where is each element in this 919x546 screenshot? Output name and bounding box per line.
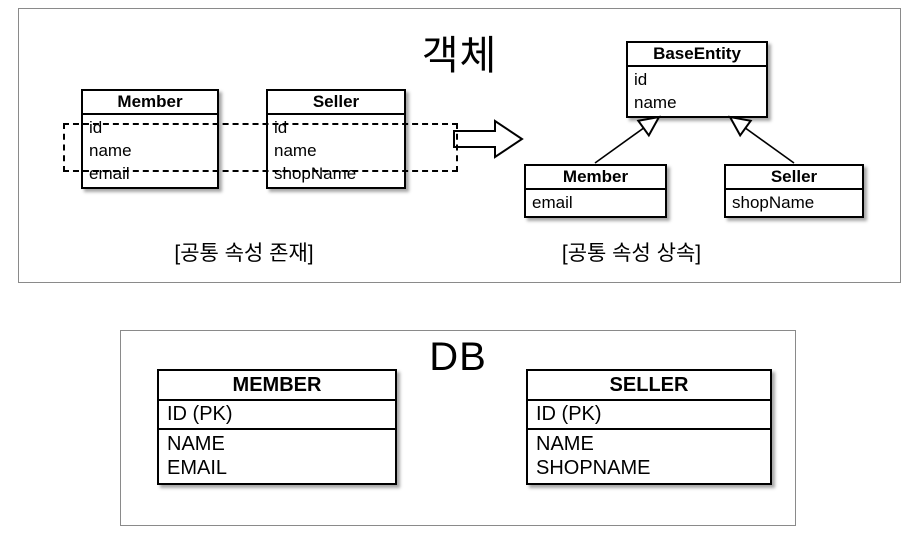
class-fields: shopName bbox=[726, 190, 862, 216]
class-field-name: name bbox=[89, 141, 132, 160]
table-row-name: NAME bbox=[536, 433, 594, 455]
table-title: MEMBER bbox=[159, 371, 395, 401]
table-row-email: EMAIL bbox=[167, 457, 228, 479]
table-row-shopname: SHOPNAME bbox=[536, 457, 651, 479]
seller-class-before: Seller id name shopName bbox=[266, 89, 406, 189]
object-section-panel: 객체 Member id name email Seller id name s… bbox=[18, 8, 901, 283]
class-fields: id name email bbox=[83, 115, 217, 187]
class-title: Member bbox=[526, 166, 665, 190]
class-title: BaseEntity bbox=[628, 43, 766, 67]
seller-class-after: Seller shopName bbox=[724, 164, 864, 218]
table-row-pk: ID (PK) bbox=[159, 401, 395, 430]
class-title: Seller bbox=[268, 91, 404, 115]
caption-common-attributes-inherited: [공통 속성 상속] bbox=[561, 242, 702, 265]
class-fields: id name bbox=[628, 67, 766, 116]
object-section-title: 객체 bbox=[421, 34, 498, 78]
class-field-shopname: shopName bbox=[732, 193, 815, 212]
class-field-email: email bbox=[532, 193, 573, 212]
class-title: Seller bbox=[726, 166, 862, 190]
table-title: SELLER bbox=[528, 371, 770, 401]
class-field-email: email bbox=[89, 164, 130, 183]
class-field-id: id bbox=[634, 70, 648, 89]
class-field-shopname: shopName bbox=[274, 164, 357, 183]
class-title: Member bbox=[83, 91, 217, 115]
class-field-id: id bbox=[274, 118, 288, 137]
db-section-panel: DB MEMBER ID (PK) NAME EMAIL SELLER ID (… bbox=[120, 330, 796, 526]
table-row-name: NAME bbox=[167, 433, 225, 455]
class-fields: email bbox=[526, 190, 665, 216]
caption-common-attributes-exist: [공통 속성 존재] bbox=[174, 242, 314, 265]
class-fields: id name shopName bbox=[268, 115, 404, 187]
member-db-table: MEMBER ID (PK) NAME EMAIL bbox=[157, 369, 397, 485]
class-field-name: name bbox=[634, 93, 677, 112]
table-rows: NAME EMAIL bbox=[159, 430, 395, 483]
member-class-before: Member id name email bbox=[81, 89, 219, 189]
member-class-after: Member email bbox=[524, 164, 667, 218]
baseentity-class: BaseEntity id name bbox=[626, 41, 768, 118]
class-field-id: id bbox=[89, 118, 103, 137]
table-rows: NAME SHOPNAME bbox=[528, 430, 770, 483]
db-section-title: DB bbox=[429, 335, 487, 379]
seller-db-table: SELLER ID (PK) NAME SHOPNAME bbox=[526, 369, 772, 485]
table-row-pk: ID (PK) bbox=[528, 401, 770, 430]
class-field-name: name bbox=[274, 141, 317, 160]
